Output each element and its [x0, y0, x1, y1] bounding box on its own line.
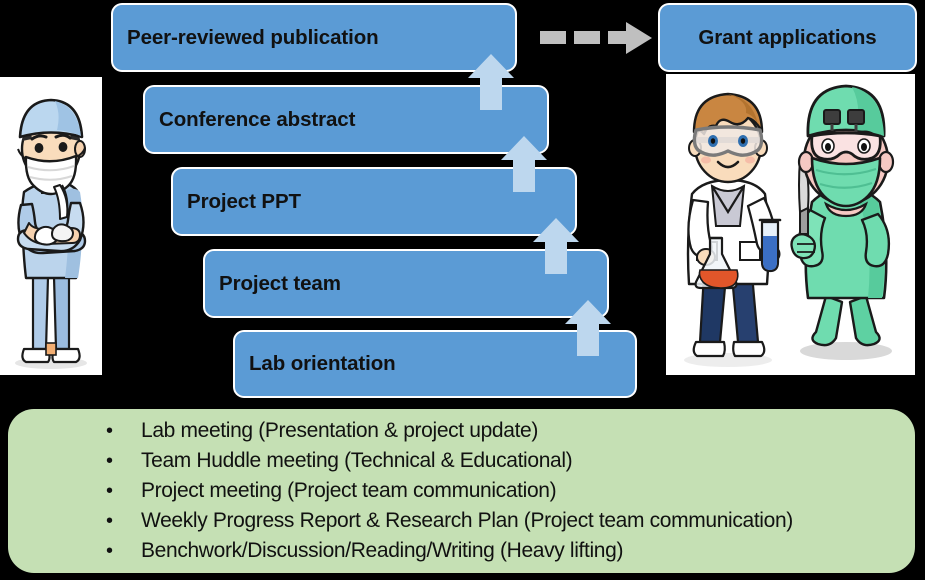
up-arrow-abstract-to-publication — [468, 54, 514, 110]
step-label: Project PPT — [187, 189, 301, 213]
step-label: Project team — [219, 271, 341, 295]
step-box-peer-reviewed-publication[interactable]: Peer-reviewed publication — [113, 5, 515, 70]
surgeon-blue-scrubs-icon — [0, 77, 102, 375]
step-label: Peer-reviewed publication — [127, 25, 379, 49]
up-arrow-team-to-ppt — [533, 218, 579, 274]
list-item: • Team Huddle meeting (Technical & Educa… — [8, 449, 915, 479]
up-arrow-ppt-to-abstract — [501, 136, 547, 192]
right-illustration — [666, 74, 915, 375]
list-item-label: Lab meeting (Presentation & project upda… — [141, 419, 539, 442]
step-box-project-ppt[interactable]: Project PPT — [173, 169, 575, 234]
list-item-label: Benchwork/Discussion/Reading/Writing (He… — [141, 539, 624, 562]
list-item: • Weekly Progress Report & Research Plan… — [8, 509, 915, 539]
step-box-lab-orientation[interactable]: Lab orientation — [235, 332, 635, 396]
list-item-label: Weekly Progress Report & Research Plan (… — [141, 509, 793, 532]
bullet-icon: • — [106, 450, 114, 472]
outcome-label: Grant applications — [698, 25, 877, 49]
activities-panel: • Lab meeting (Presentation & project up… — [8, 409, 915, 573]
outcome-box-grant-applications[interactable]: Grant applications — [660, 5, 915, 70]
dashed-arrow-to-grants — [540, 22, 655, 54]
up-arrow-lab-to-team — [565, 300, 611, 356]
bullet-icon: • — [106, 480, 114, 502]
left-illustration — [0, 77, 102, 375]
step-label: Lab orientation — [249, 352, 396, 375]
bullet-icon: • — [106, 420, 114, 442]
step-box-project-team[interactable]: Project team — [205, 251, 607, 316]
step-label: Conference abstract — [159, 107, 356, 131]
list-item-label: Project meeting (Project team communicat… — [141, 479, 557, 502]
list-item: • Lab meeting (Presentation & project up… — [8, 419, 915, 449]
list-item: • Project meeting (Project team communic… — [8, 479, 915, 509]
list-item: • Benchwork/Discussion/Reading/Writing (… — [8, 539, 915, 569]
scientist-and-surgeon-icon — [666, 74, 915, 375]
list-item-label: Team Huddle meeting (Technical & Educati… — [141, 449, 573, 472]
bullet-icon: • — [106, 540, 114, 562]
bullet-icon: • — [106, 510, 114, 532]
